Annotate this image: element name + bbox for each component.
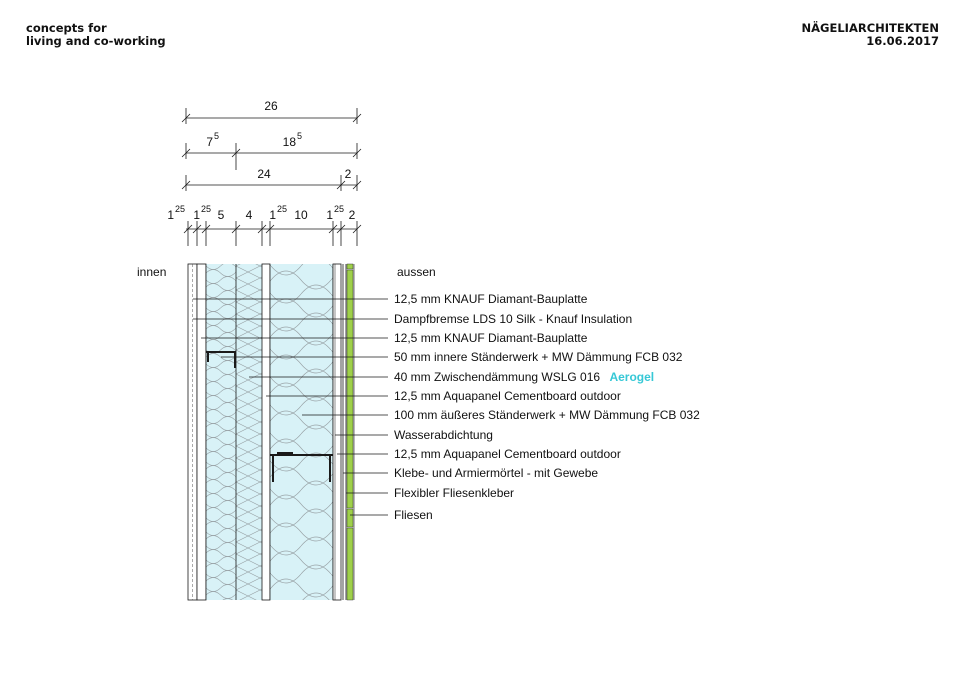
dim-layer-3-base: 5: [218, 208, 225, 222]
inner-insulation-hatch: [206, 264, 236, 600]
layer-label-4: 50 mm innere Ständerwerk + MW Dämmung FC…: [394, 350, 683, 364]
dim-core: 24: [257, 167, 271, 181]
leader-lines: [193, 298, 388, 516]
drywall-board-2: [196, 263, 207, 601]
dim-layer-7-base: 1: [326, 208, 333, 222]
dim-layer-1-base: 1: [167, 208, 174, 222]
outside-label: aussen: [397, 265, 436, 279]
dim-layer-7-sup: 25: [334, 204, 344, 214]
wall-section: [187, 263, 355, 601]
dim-layer-2-base: 1: [193, 208, 200, 222]
dim-layer-8-base: 2: [349, 208, 356, 222]
dim-finish: 2: [345, 167, 352, 181]
project-title-line-1: concepts for: [26, 21, 107, 35]
cementboard-inner: [261, 263, 271, 601]
layer-label-11: Flexibler Fliesenkleber: [394, 486, 514, 500]
outer-insulation-hatch: [270, 264, 333, 600]
dim-total: 26: [264, 99, 278, 113]
dim-layer-1-sup: 25: [175, 204, 185, 214]
layer-label-8: Wasserabdichtung: [394, 428, 493, 442]
layer-label-7: 100 mm äußeres Ständerwerk + MW Dämmung …: [394, 408, 700, 422]
dim-inner-sup: 5: [214, 131, 219, 141]
project-title-line-2: living and co-working: [26, 34, 166, 48]
inside-label: innen: [137, 265, 166, 279]
cementboard-outer: [332, 263, 342, 601]
layer-label-2: Dampfbremse LDS 10 Silk - Knauf Insulati…: [394, 312, 632, 326]
layer-legend: 12,5 mm KNAUF Diamant-Bauplatte Dampfbre…: [394, 292, 700, 522]
layer-label-6: 12,5 mm Aquapanel Cementboard outdoor: [394, 389, 621, 403]
outer-stud-lip: [277, 452, 293, 456]
firm-block: NÄGELIARCHITEKTEN 16.06.2017: [802, 22, 939, 48]
layer-label-9: 12,5 mm Aquapanel Cementboard outdoor: [394, 447, 621, 461]
layer-dimension-ticks: [183, 221, 362, 246]
tiles: [346, 263, 354, 601]
dimension-chains: [181, 108, 362, 246]
dim-inner-base: 7: [206, 135, 213, 149]
dimension-labels: 26 7 5 18 5 24 2 1 25 1 25 5 4 1 25 10 1…: [167, 99, 355, 222]
firm-name: NÄGELIARCHITEKTEN: [801, 21, 939, 35]
layer-label-3: 12,5 mm KNAUF Diamant-Bauplatte: [394, 331, 588, 345]
dim-layer-5-base: 1: [269, 208, 276, 222]
dim-layer-4-base: 4: [246, 208, 253, 222]
project-title: concepts for living and co-working: [26, 22, 166, 48]
layer-label-12: Fliesen: [394, 508, 433, 522]
dim-layer-5-sup: 25: [277, 204, 287, 214]
dim-outer-base: 18: [283, 135, 297, 149]
aerogel-hatch: [236, 264, 262, 600]
dim-outer-sup: 5: [297, 131, 302, 141]
layer-label-1: 12,5 mm KNAUF Diamant-Bauplatte: [394, 292, 588, 306]
inner-stud-profile: [206, 351, 236, 368]
dim-layer-6-base: 10: [294, 208, 308, 222]
dim-layer-2-sup: 25: [201, 204, 211, 214]
layer-label-10: Klebe- und Armiermörtel - mit Gewebe: [394, 466, 598, 480]
layer-label-5-text: 40 mm Zwischendämmung WSLG 016: [394, 370, 600, 384]
aerogel-highlight: Aerogel: [609, 370, 654, 384]
drawing-date: 16.06.2017: [866, 34, 939, 48]
layer-label-5: 40 mm Zwischendämmung WSLG 016 Aerogel: [394, 370, 654, 384]
